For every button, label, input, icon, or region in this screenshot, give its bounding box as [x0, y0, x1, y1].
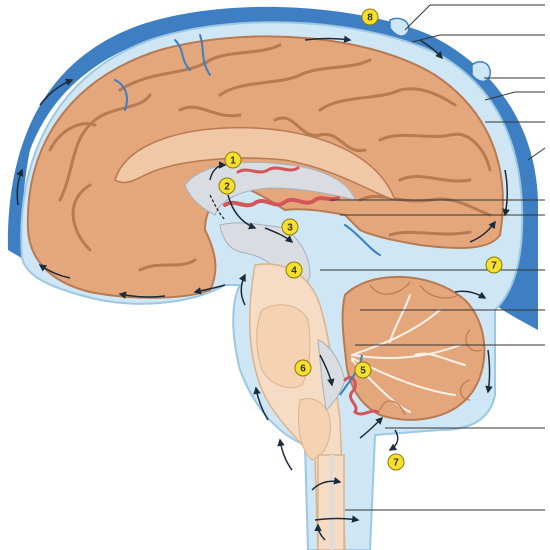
marker-circle: [387, 453, 405, 471]
marker-label: 1: [230, 156, 236, 167]
marker-badge-m1: 1: [224, 151, 242, 169]
marker-circle: [294, 359, 312, 377]
marker-label: 2: [224, 182, 230, 193]
cerebellar-folia: [369, 281, 483, 416]
marker-circle: [285, 261, 303, 279]
marker-circle: [224, 151, 242, 169]
marker-badge-m7b: 7: [387, 453, 405, 471]
marker-label: 3: [287, 223, 293, 234]
corpus-callosum: [114, 126, 397, 202]
marker-badge-m8: 8: [361, 8, 379, 26]
marker-badge-m4: 4: [285, 261, 303, 279]
choroid-plexus-fourth: [343, 376, 380, 416]
medulla: [298, 398, 331, 461]
marker-circle: [485, 256, 503, 274]
interventricular-foramen: [209, 194, 226, 221]
marker-circle: [218, 177, 236, 195]
marker-label: 7: [491, 261, 497, 272]
marker-badge-m5: 5: [354, 361, 372, 379]
marker-circle: [281, 218, 299, 236]
marker-badge-m2: 2: [218, 177, 236, 195]
leader-lines: [320, 4, 546, 511]
choroid-plexus-upper: [223, 196, 340, 208]
vessel-fourth: [339, 354, 363, 396]
lateral-ventricle: [184, 161, 356, 216]
marker-label: 7: [393, 458, 399, 469]
csf-flow-arrows: [16, 35, 510, 541]
marker-label: 6: [300, 364, 306, 375]
marker-circle: [361, 8, 379, 26]
marker-label: 8: [367, 13, 373, 24]
marker-circle: [354, 361, 372, 379]
marker-label: 5: [360, 366, 366, 377]
marker-badge-m6: 6: [294, 359, 312, 377]
marker-label: 4: [291, 266, 297, 277]
arachnoid-granulation-1: [389, 17, 410, 37]
cerebellum: [341, 275, 486, 421]
marker-badge-m7a: 7: [485, 256, 503, 274]
cerebral-veins: [114, 34, 381, 256]
choroid-plexus-lateral: [236, 166, 300, 174]
arachnoid-granulation-2: [471, 61, 491, 83]
central-canal: [330, 455, 333, 550]
marker-badge-m3: 3: [281, 218, 299, 236]
